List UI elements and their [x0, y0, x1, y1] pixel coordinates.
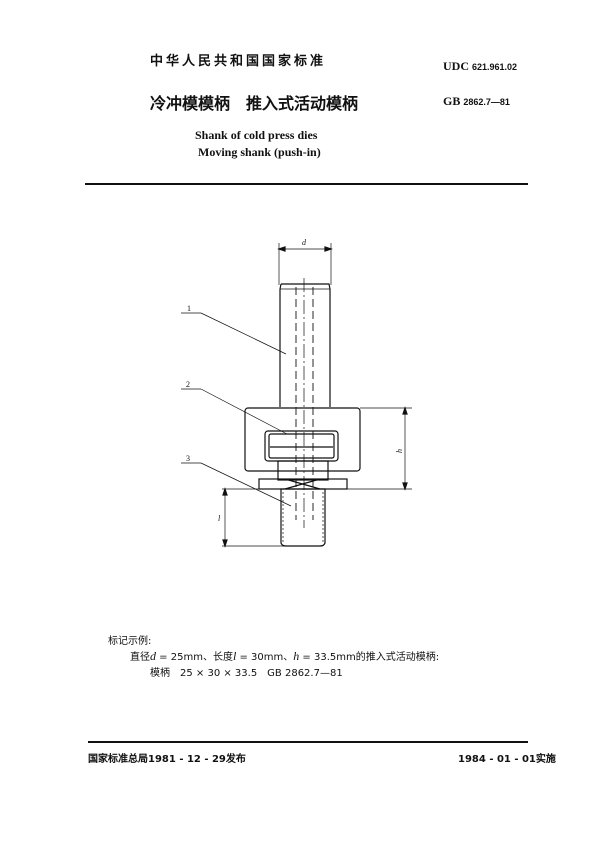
udc-label: UDC: [443, 59, 469, 73]
callout-3: 3: [186, 454, 190, 463]
callout-1: 1: [187, 304, 191, 313]
issue-date: 国家标准总局1981 - 12 - 29发布: [88, 754, 246, 765]
symbol-l: l: [232, 649, 237, 663]
text: = 33.5mm的推入式活动模柄:: [299, 652, 440, 663]
gb-code: GB 2862.7—81: [443, 94, 510, 109]
gb-label: GB: [443, 94, 461, 108]
udc-code: UDC 621.961.02: [443, 59, 517, 74]
dimension-d-label: d: [302, 238, 307, 247]
dimension-l-label: l: [218, 514, 221, 523]
dimension-h-label: h: [395, 449, 404, 453]
symbol-d: d: [150, 649, 156, 663]
marking-example-designation: 模柄 25 × 30 × 33.5 GB 2862.7—81: [150, 668, 343, 679]
standard-name: 中华人民共和国国家标准: [150, 54, 327, 69]
marking-example-label: 标记示例:: [108, 636, 152, 647]
udc-number: 621.961.02: [472, 62, 518, 72]
effective-date: 1984 - 01 - 01实施: [458, 754, 556, 765]
text: = 30mm、: [236, 652, 294, 663]
callout-2: 2: [186, 380, 190, 389]
text: = 25mm、长度: [156, 652, 233, 663]
english-title-line-1: Shank of cold press dies: [195, 128, 318, 142]
shank-technical-drawing: d h l 1 2 3: [181, 238, 412, 548]
text: 直径: [130, 652, 150, 663]
page-title: 冷冲模模柄 推入式活动模柄: [150, 94, 359, 113]
footer-divider: [88, 741, 528, 743]
header-divider: [85, 183, 528, 185]
gb-number: 2862.7—81: [463, 97, 510, 107]
english-title-line-2: Moving shank (push-in): [198, 145, 321, 159]
symbol-h: h: [293, 649, 300, 663]
marking-example-description: 直径d = 25mm、长度l = 30mm、h = 33.5mm的推入式活动模柄…: [130, 648, 439, 664]
